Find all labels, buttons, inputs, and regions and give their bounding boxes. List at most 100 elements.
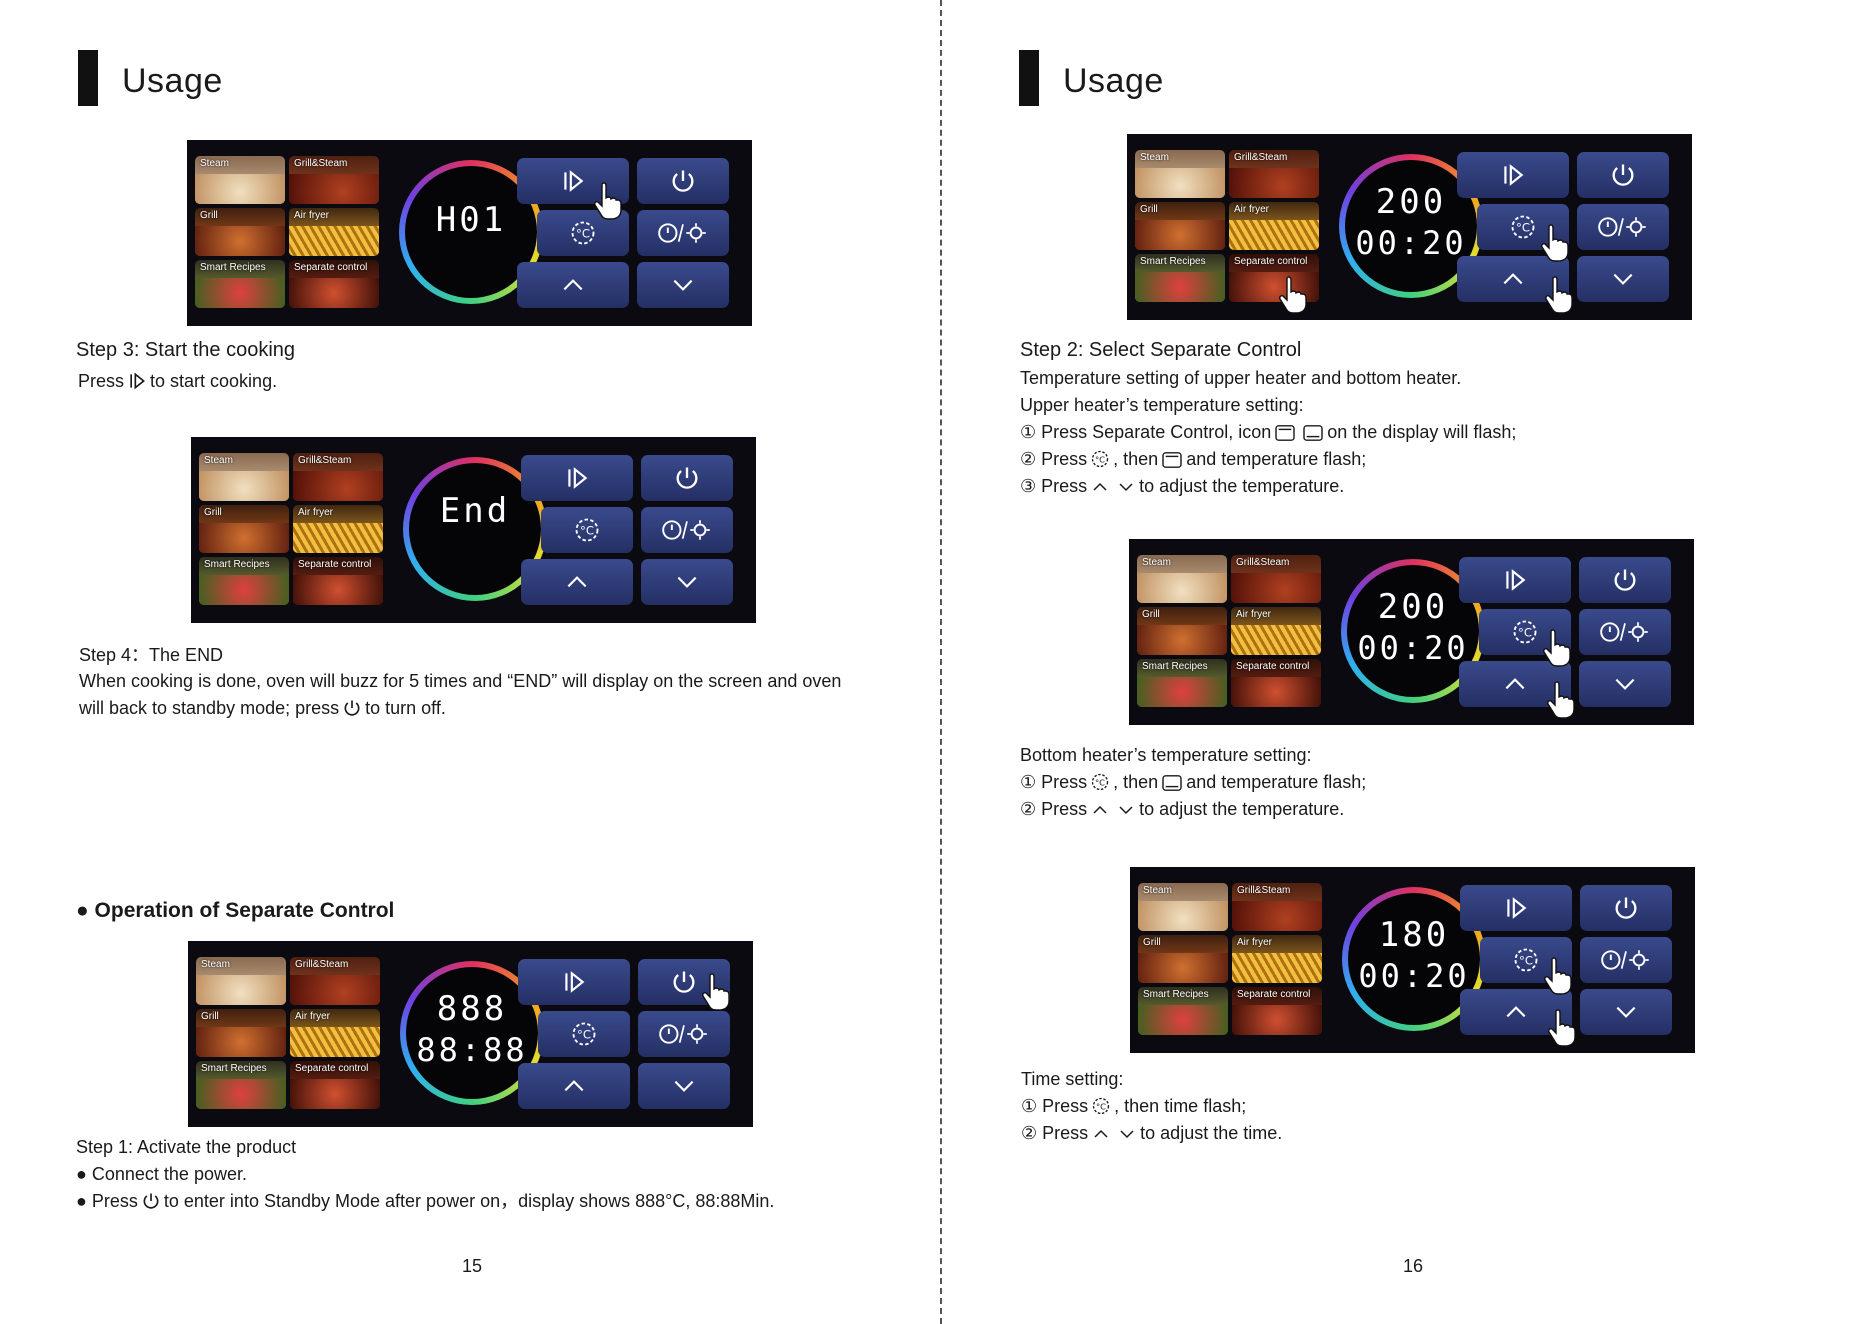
- display-time: 00:20: [1357, 629, 1469, 667]
- power-icon: [141, 1191, 161, 1211]
- temp-icon: [1091, 1096, 1111, 1116]
- down-button[interactable]: [637, 262, 729, 308]
- down-button[interactable]: [1580, 989, 1672, 1035]
- control-panel-start: Steam Grill&Steam Grill Air fryer Smart …: [187, 140, 752, 326]
- page-15: Usage Steam Grill&Steam Grill Air fryer …: [76, 50, 842, 1276]
- start-button[interactable]: [521, 455, 633, 501]
- upper-heater-icon: [1161, 451, 1183, 469]
- down-button[interactable]: [1577, 256, 1669, 302]
- down-button[interactable]: [641, 559, 733, 605]
- right-line1: Temperature setting of upper heater and …: [1020, 368, 1462, 388]
- hand-pointer-icon: [1542, 955, 1572, 995]
- display-temp: 200: [1377, 587, 1449, 627]
- hand-pointer-icon: [1541, 627, 1571, 667]
- title-bar: [1019, 50, 1039, 106]
- start-icon: [127, 371, 147, 391]
- up-button[interactable]: [1459, 661, 1571, 707]
- display-time: 00:20: [1358, 957, 1470, 995]
- down-arrow-icon: [1117, 1125, 1137, 1143]
- start-button[interactable]: [517, 158, 629, 204]
- power-button[interactable]: [637, 158, 729, 204]
- right-line2: Upper heater’s temperature setting:: [1020, 395, 1304, 415]
- tile-smart-recipes: Smart Recipes: [195, 260, 285, 308]
- hand-pointer-icon: [1277, 274, 1307, 314]
- display-line1: End: [439, 491, 511, 531]
- hand-pointer-icon: [700, 971, 730, 1011]
- down-arrow-icon: [1116, 801, 1136, 819]
- display-temp: 200: [1375, 182, 1447, 222]
- timer-light-button[interactable]: [641, 507, 733, 553]
- timer-light-button[interactable]: [638, 1011, 730, 1057]
- time-line2: ① Press, then time flash;: [1021, 1096, 1247, 1116]
- page-title: Usage: [1063, 62, 1164, 100]
- timer-light-button[interactable]: [1577, 204, 1669, 250]
- control-panel-standby: Steam Grill&Steam Grill Air fryer Smart …: [188, 941, 753, 1127]
- tile-grill: Grill: [195, 208, 285, 256]
- down-button[interactable]: [638, 1063, 730, 1109]
- tile-separate-control: Separate control: [289, 260, 379, 308]
- up-button[interactable]: [1460, 989, 1572, 1035]
- power-button[interactable]: [1579, 557, 1671, 603]
- step2-title: Step 2: Select Separate Control: [1020, 339, 1302, 361]
- hand-pointer-icon: [1546, 1007, 1576, 1047]
- lower-heater-icon: [1161, 774, 1183, 792]
- display-line1: H01: [435, 200, 507, 240]
- upper-heater-icon: [1274, 424, 1296, 442]
- temp-button[interactable]: [538, 1011, 630, 1057]
- page-fold-line: [940, 0, 942, 1324]
- up-arrow-icon: [1091, 1125, 1111, 1143]
- page-number: 16: [1403, 1256, 1424, 1276]
- display-time: 00:20: [1355, 224, 1467, 262]
- display-time: 88:88: [416, 1031, 528, 1069]
- timer-light-button[interactable]: [1580, 937, 1672, 983]
- display-temp: 180: [1378, 915, 1450, 955]
- control-panel-sep2: Steam Grill&Steam Grill Air fryer Smart …: [1129, 539, 1694, 725]
- start-button[interactable]: [518, 959, 630, 1005]
- page-16: Usage Steam Grill&Steam Grill Air fryer …: [941, 0, 1872, 1324]
- up-button[interactable]: [517, 262, 629, 308]
- temp-button[interactable]: [541, 507, 633, 553]
- start-button[interactable]: [1460, 885, 1572, 931]
- up-button[interactable]: [521, 559, 633, 605]
- up-arrow-icon: [1090, 801, 1110, 819]
- hand-pointer-icon: [592, 180, 622, 220]
- hand-pointer-icon: [1545, 679, 1575, 719]
- step3-title: Step 3: Start the cooking: [76, 339, 296, 361]
- tile-grill-steam: Grill&Steam: [289, 156, 379, 204]
- step4-line1: When cooking is done, oven will buzz for…: [79, 671, 842, 691]
- up-arrow-icon: [1090, 478, 1110, 496]
- page-number: 15: [462, 1256, 483, 1276]
- power-icon: [342, 698, 362, 718]
- step1-bullet1: ● Connect the power.: [76, 1164, 247, 1184]
- down-arrow-icon: [1116, 478, 1136, 496]
- lower-heater-icon: [1302, 424, 1324, 442]
- start-button[interactable]: [1457, 152, 1569, 198]
- start-button[interactable]: [1459, 557, 1571, 603]
- timer-light-button[interactable]: [637, 210, 729, 256]
- power-button[interactable]: [1580, 885, 1672, 931]
- control-panel-end: Steam Grill&Steam Grill Air fryer Smart …: [191, 437, 756, 623]
- tile-steam: Steam: [195, 156, 285, 204]
- temp-icon: [1090, 772, 1110, 792]
- down-button[interactable]: [1579, 661, 1671, 707]
- step1-title: Step 1: Activate the product: [76, 1137, 297, 1157]
- up-button[interactable]: [1457, 256, 1569, 302]
- power-button[interactable]: [1577, 152, 1669, 198]
- power-button[interactable]: [641, 455, 733, 501]
- up-button[interactable]: [518, 1063, 630, 1109]
- display-temp: 888: [436, 989, 508, 1029]
- page-title: Usage: [122, 62, 223, 100]
- bottom-line1: Bottom heater’s temperature setting:: [1020, 745, 1312, 765]
- timer-light-button[interactable]: [1579, 609, 1671, 655]
- time-line1: Time setting:: [1021, 1069, 1124, 1089]
- control-panel-sep3: Steam Grill&Steam Grill Air fryer Smart …: [1130, 867, 1695, 1053]
- hand-pointer-icon: [1539, 222, 1569, 262]
